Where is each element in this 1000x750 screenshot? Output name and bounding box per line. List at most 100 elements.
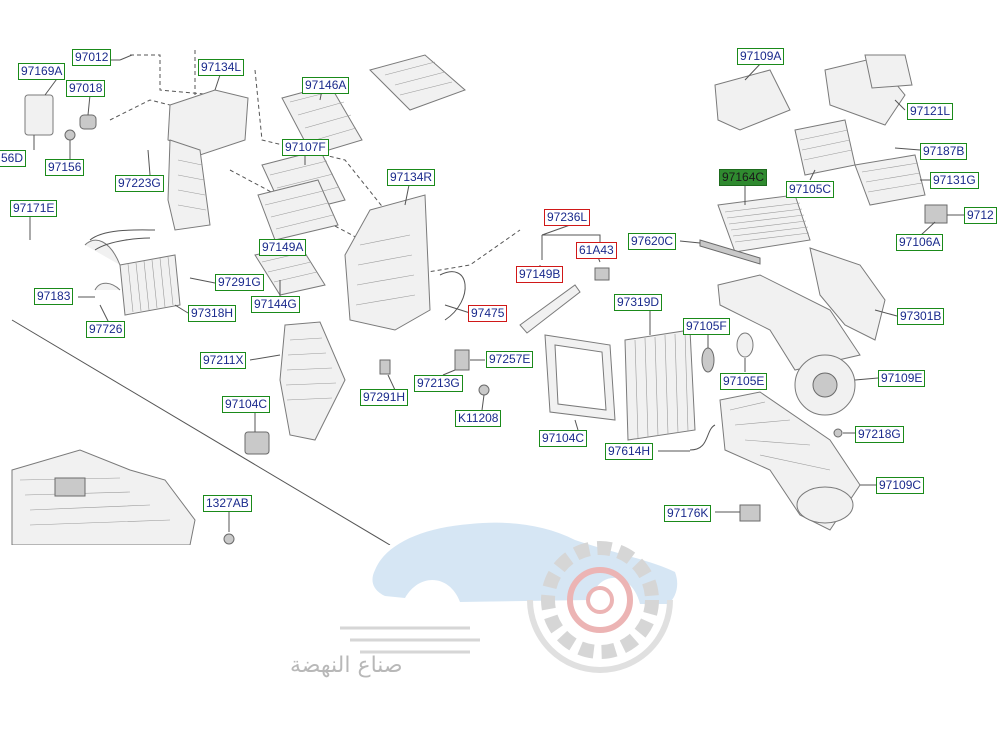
callout-97131g[interactable]: 97131G bbox=[930, 172, 979, 189]
housing-lines bbox=[355, 234, 416, 306]
filter-pleats bbox=[724, 202, 810, 243]
strip-grid-3 bbox=[264, 190, 334, 230]
part-pin-97012 bbox=[119, 54, 133, 61]
parts-drawing bbox=[11, 50, 965, 545]
callout-97301b[interactable]: 97301B bbox=[897, 308, 945, 325]
callout-61a43[interactable]: 61A43 bbox=[576, 242, 617, 259]
callout-56d[interactable]: 56D bbox=[0, 150, 27, 167]
callout-97614h[interactable]: 97614H bbox=[605, 443, 654, 460]
callout-97171e[interactable]: 97171E bbox=[10, 200, 58, 217]
part-wire-97614h bbox=[689, 424, 716, 451]
callout-97236l[interactable]: 97236L bbox=[544, 209, 591, 226]
heater-core-fins bbox=[127, 256, 174, 313]
part-frame-97121l bbox=[864, 54, 913, 89]
part-cover-97620c bbox=[699, 239, 761, 265]
housing-lower-lines bbox=[729, 401, 831, 471]
callout-97218g[interactable]: 97218G bbox=[855, 426, 904, 443]
callout-97318h[interactable]: 97318H bbox=[188, 305, 237, 322]
parts-diagram: 97012 97169A 97018 56D 97156 97134L 9714… bbox=[0, 48, 997, 545]
callout-97257e[interactable]: 97257E bbox=[486, 351, 534, 368]
part-fastener-k11208 bbox=[478, 384, 490, 396]
callout-97223g[interactable]: 97223G bbox=[115, 175, 164, 192]
watermark-wheel bbox=[567, 567, 633, 633]
watermark-wheel-hub bbox=[586, 586, 614, 614]
motor-hub bbox=[812, 372, 838, 398]
part-pipe-97149b bbox=[519, 284, 581, 334]
callout-97012[interactable]: 97012 bbox=[72, 49, 112, 66]
watermark-gear bbox=[541, 541, 659, 659]
part-case-97131g bbox=[854, 154, 926, 206]
part-strip-97149a bbox=[257, 179, 339, 241]
evaporator-fins bbox=[634, 331, 689, 439]
callout-97291h[interactable]: 97291H bbox=[360, 389, 409, 406]
callout-1327ab[interactable]: 1327AB bbox=[203, 495, 252, 512]
part-gasket-97104c-left bbox=[244, 431, 270, 455]
callout-97109a[interactable]: 97109A bbox=[737, 48, 785, 65]
callout-97106a[interactable]: 97106A bbox=[896, 234, 944, 251]
callout-k11208[interactable]: K11208 bbox=[455, 410, 502, 427]
part-duct-97211x bbox=[279, 321, 346, 441]
callout-97105e[interactable]: 97105E bbox=[720, 373, 768, 390]
callout-97134r[interactable]: 97134R bbox=[387, 169, 436, 186]
callout-97144g[interactable]: 97144G bbox=[251, 296, 300, 313]
callout-97726[interactable]: 97726 bbox=[86, 321, 126, 338]
callout-97109e[interactable]: 97109E bbox=[878, 370, 926, 387]
callout-97105c[interactable]: 97105C bbox=[786, 181, 835, 198]
part-heater-core-97318h bbox=[119, 254, 181, 316]
callout-97164c[interactable]: 97164C bbox=[719, 169, 768, 186]
part-bracket-97169a bbox=[24, 94, 54, 136]
callout-97104c-right[interactable]: 97104C bbox=[539, 430, 588, 447]
part-bracket-97106a bbox=[924, 204, 948, 224]
part-clip-97291h bbox=[379, 359, 391, 375]
part-case-97109a bbox=[714, 69, 791, 131]
callout-97105f[interactable]: 97105F bbox=[683, 318, 730, 335]
callout-97187b[interactable]: 97187B bbox=[920, 143, 968, 160]
part-duct-97211l bbox=[167, 139, 211, 231]
callout-97104c-left[interactable]: 97104C bbox=[222, 396, 271, 413]
grille-lines bbox=[384, 61, 453, 96]
part-duct-97301b bbox=[809, 247, 886, 341]
callout-97176k[interactable]: 97176K bbox=[664, 505, 712, 522]
section-divider-line bbox=[11, 319, 391, 545]
watermark-text: صناع النهضة bbox=[290, 653, 403, 678]
callout-97107f[interactable]: 97107F bbox=[282, 139, 329, 156]
duct-lines-97211x bbox=[285, 337, 337, 401]
callout-97475[interactable]: 97475 bbox=[468, 305, 508, 322]
callout-97109c[interactable]: 97109C bbox=[876, 477, 925, 494]
callout-97156[interactable]: 97156 bbox=[45, 159, 85, 176]
assembly-dashed-lines bbox=[130, 54, 216, 96]
part-hvac-assembly bbox=[11, 449, 196, 545]
callout-97211x[interactable]: 97211X bbox=[200, 352, 247, 369]
callout-97213g[interactable]: 97213G bbox=[414, 375, 463, 392]
part-connector-97176k bbox=[739, 504, 761, 522]
part-blower-97105c bbox=[794, 119, 856, 176]
part-clip-97156 bbox=[64, 129, 76, 141]
callout-97134l[interactable]: 97134L bbox=[198, 59, 245, 76]
strip-grid bbox=[289, 89, 357, 142]
callout-97149b[interactable]: 97149B bbox=[516, 266, 564, 283]
part-evaporator-97319d bbox=[624, 329, 696, 441]
callout-97149a[interactable]: 97149A bbox=[259, 239, 307, 256]
part-cap-97105f bbox=[701, 347, 715, 373]
part-grommet-1327ab bbox=[223, 533, 235, 545]
callout-9712[interactable]: 9712 bbox=[964, 207, 997, 224]
callout-97146a[interactable]: 97146A bbox=[302, 77, 350, 94]
callout-97620c[interactable]: 97620C bbox=[628, 233, 677, 250]
part-hose-97475 bbox=[439, 271, 466, 321]
callout-97169a[interactable]: 97169A bbox=[18, 63, 66, 80]
part-filter-97164c bbox=[717, 194, 811, 253]
part-sensor-61a43 bbox=[594, 267, 610, 281]
callout-97121l[interactable]: 97121L bbox=[907, 103, 954, 120]
part-bracket-97213g bbox=[454, 349, 470, 371]
callout-97291g[interactable]: 97291G bbox=[215, 274, 264, 291]
part-bushing-97018 bbox=[79, 114, 97, 130]
assembly-dashed-line-6 bbox=[409, 229, 521, 276]
callout-97018[interactable]: 97018 bbox=[66, 80, 106, 97]
watermark-arc bbox=[527, 599, 673, 673]
case-grid bbox=[861, 162, 923, 193]
part-fan-97109c bbox=[796, 486, 854, 524]
callout-97183[interactable]: 97183 bbox=[34, 288, 74, 305]
part-grille-top bbox=[369, 54, 466, 111]
pipe-outline bbox=[89, 229, 156, 251]
callout-97319d[interactable]: 97319D bbox=[614, 294, 663, 311]
